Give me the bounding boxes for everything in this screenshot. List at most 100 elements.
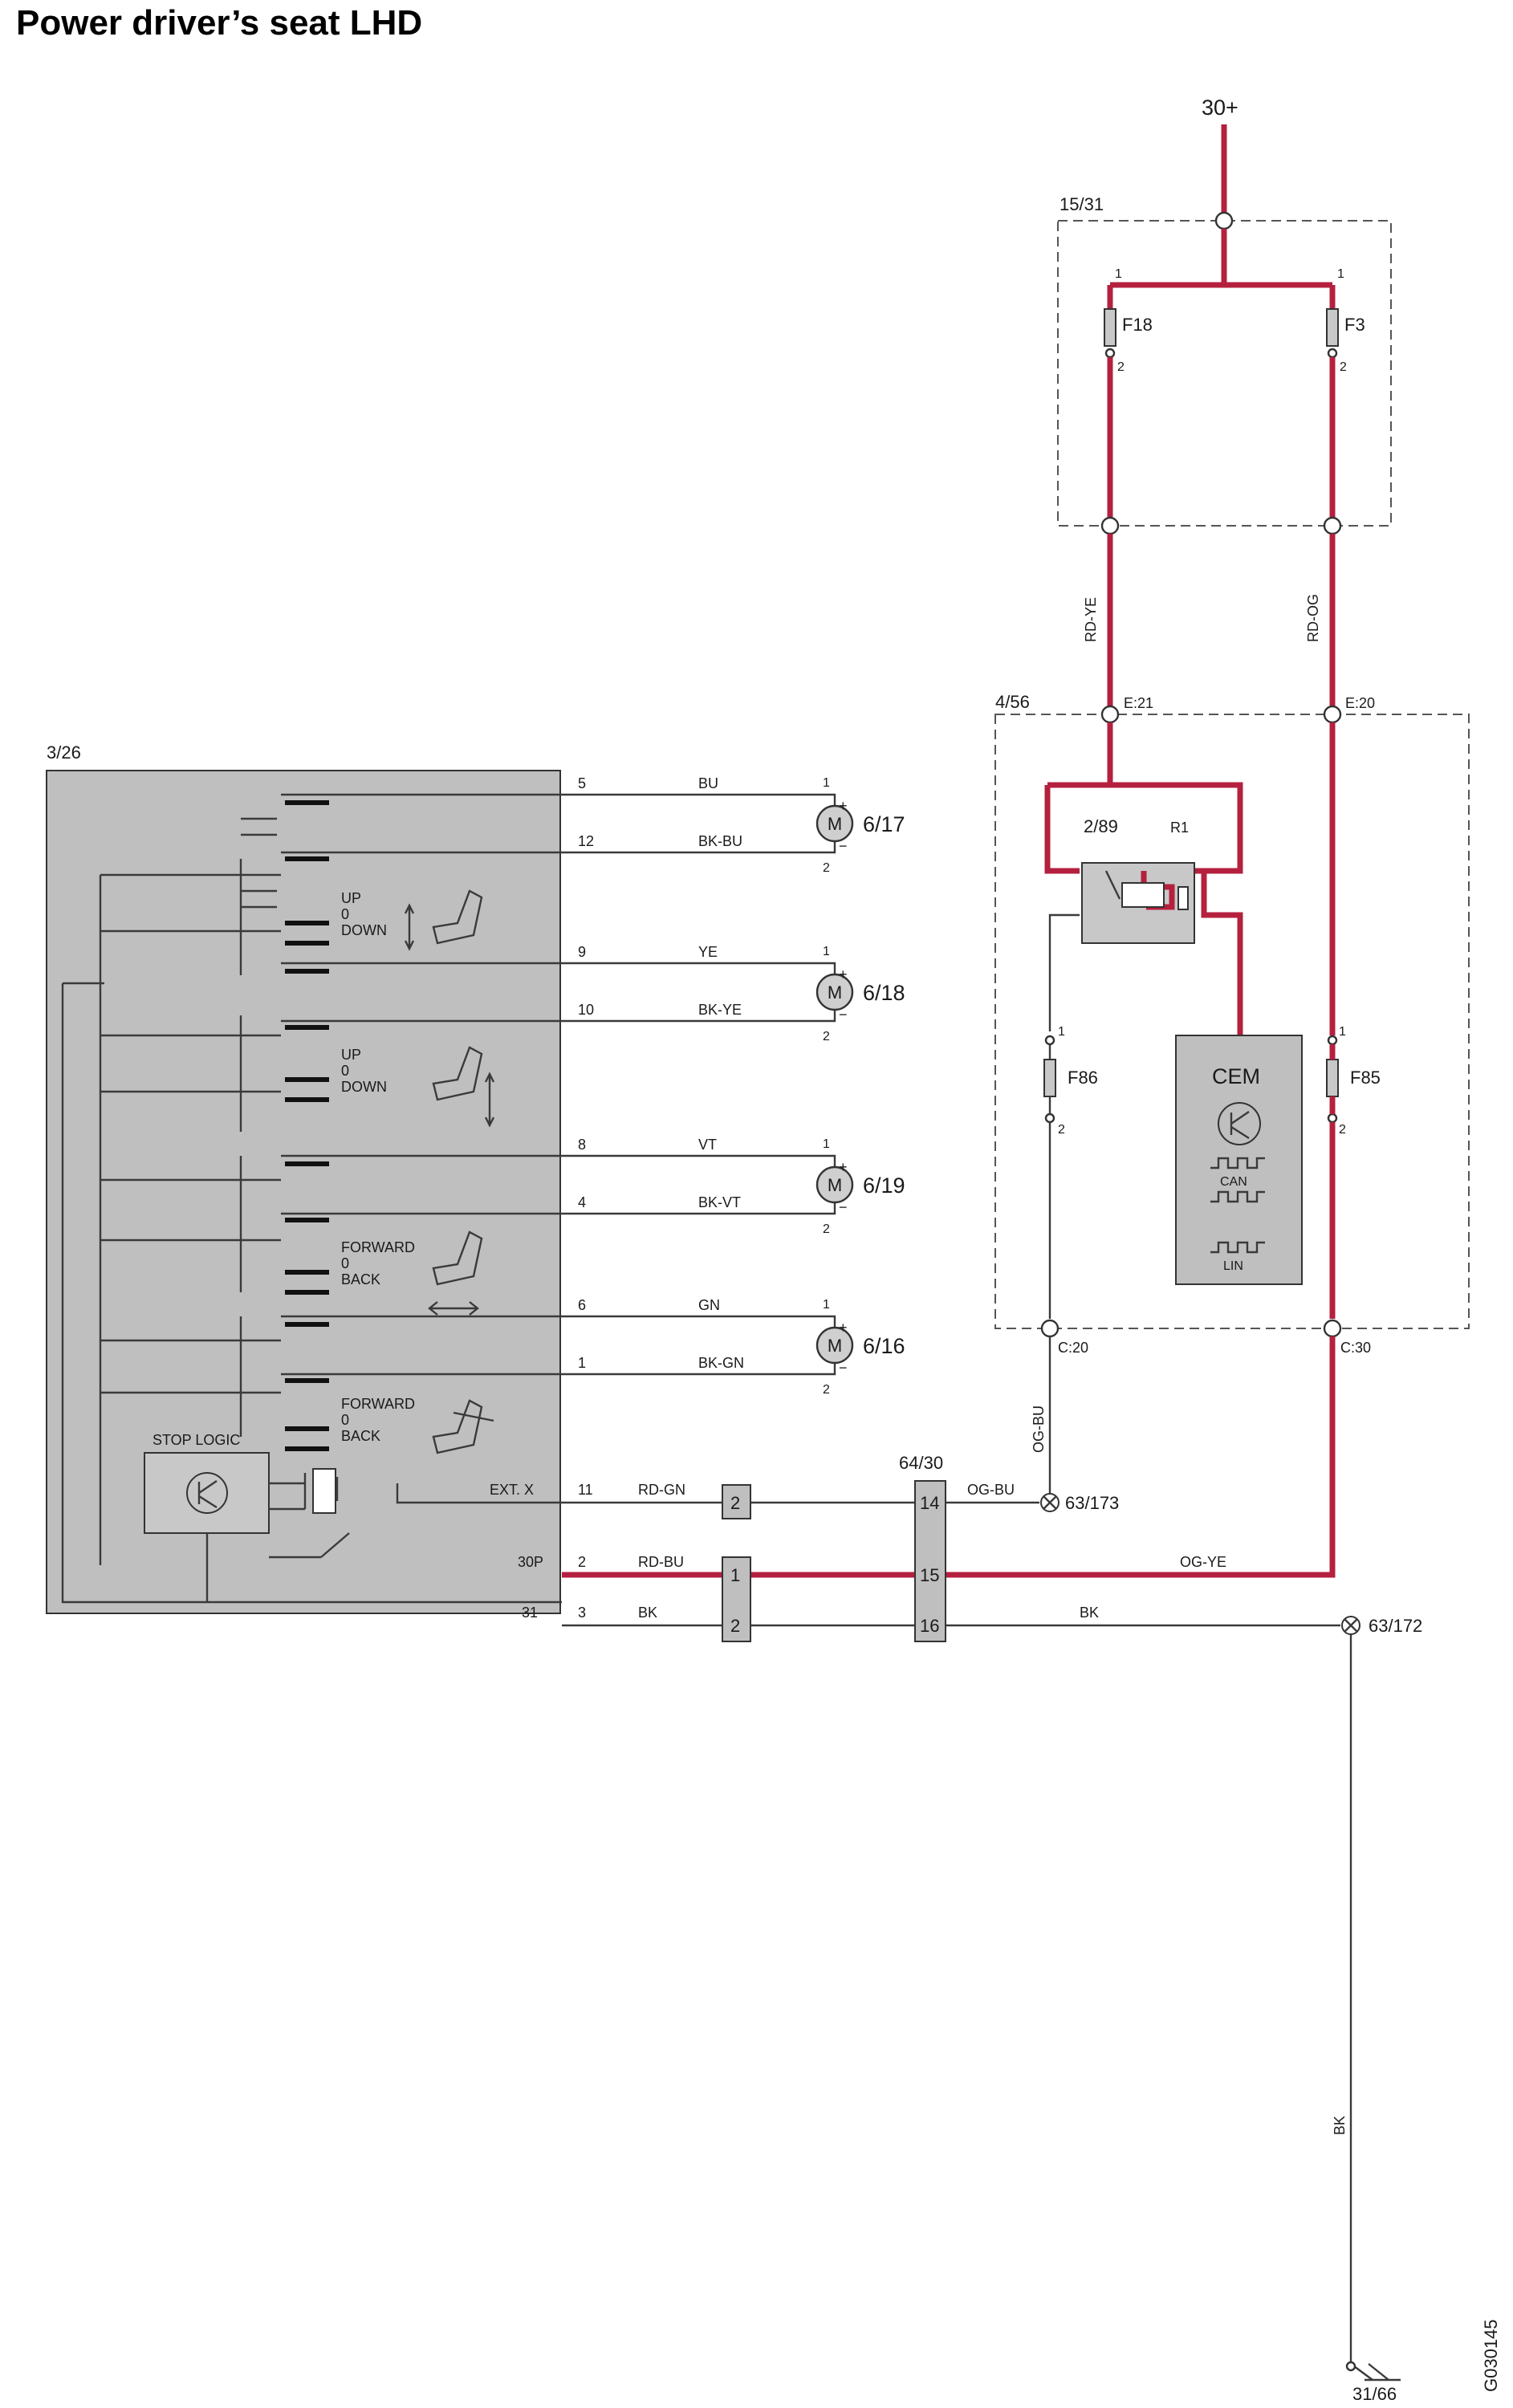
motor-wiring bbox=[562, 793, 836, 854]
seat-module-3-26: 3/26 UP 0 DOWN UP 0 DOWN FORWARD 0 BACK bbox=[46, 742, 562, 1621]
seat-slide-icon bbox=[428, 1230, 483, 1316]
motor-terminal: 1 bbox=[823, 1298, 830, 1312]
motor-plus: + bbox=[839, 1159, 848, 1175]
wire-label: BK-GN bbox=[698, 1355, 744, 1371]
fuse-box-id: 15/31 bbox=[1060, 194, 1104, 214]
svg-text:FORWARD: FORWARD bbox=[341, 1396, 415, 1412]
svg-text:3: 3 bbox=[578, 1605, 586, 1621]
f85-pin-2: 2 bbox=[1339, 1123, 1346, 1137]
f85-pin-1: 1 bbox=[1339, 1025, 1346, 1039]
svg-text:1: 1 bbox=[730, 1565, 740, 1585]
wire-bk-ground: BK bbox=[1332, 2116, 1348, 2135]
seat-recline-icon bbox=[432, 1399, 494, 1454]
connector-64-30 bbox=[914, 1480, 946, 1642]
stop-relay bbox=[312, 1468, 336, 1514]
page-title: Power driver’s seat LHD bbox=[16, 3, 423, 43]
svg-text:RD-GN: RD-GN bbox=[638, 1482, 685, 1498]
pin-label: 10 bbox=[578, 1002, 594, 1018]
motor-minus: − bbox=[839, 838, 848, 854]
motor-wiring bbox=[562, 1315, 836, 1376]
ext-x-label: EXT. X bbox=[490, 1482, 534, 1498]
stop-logic-label: STOP LOGIC bbox=[153, 1432, 240, 1448]
wire-label: BK-VT bbox=[698, 1194, 741, 1210]
wire-label: VT bbox=[698, 1137, 717, 1153]
svg-text:0: 0 bbox=[341, 1412, 349, 1428]
fuse-f85 bbox=[1326, 1059, 1339, 1097]
wire-rd-og: RD-OG bbox=[1305, 594, 1321, 642]
svg-text:UP: UP bbox=[341, 890, 361, 906]
svg-text:2: 2 bbox=[730, 1493, 740, 1513]
seat-tilt-icon bbox=[432, 1046, 495, 1128]
connector-block-1 bbox=[722, 1556, 751, 1642]
transistor-icon bbox=[1218, 1102, 1261, 1145]
fuse-box-15-31: 30+ 15/31 1 1 F18 F3 2 2 RD-YE RD-OG bbox=[1057, 96, 1392, 706]
f3-pin-1: 1 bbox=[1337, 267, 1344, 281]
motor-symbol: M bbox=[828, 982, 842, 1003]
pin-label: 6 bbox=[578, 1297, 586, 1313]
ground-31-66: 31/66 bbox=[1352, 2384, 1397, 2404]
fuse-f86 bbox=[1043, 1059, 1056, 1097]
signal-waves-icon bbox=[1210, 1157, 1265, 1254]
motor-minus: − bbox=[839, 1007, 848, 1023]
motor-terminal: 2 bbox=[823, 1383, 830, 1397]
fuse-f18 bbox=[1104, 308, 1116, 347]
svg-text:BACK: BACK bbox=[341, 1271, 380, 1287]
svg-text:63/172: 63/172 bbox=[1369, 1616, 1422, 1636]
switch-group-recline: FORWARD 0 BACK bbox=[100, 1315, 562, 1454]
fuse-f86-label: F86 bbox=[1068, 1068, 1098, 1088]
motor-id: 6/19 bbox=[863, 1173, 905, 1198]
motor-icon bbox=[815, 1165, 854, 1204]
motor-id: 6/16 bbox=[863, 1334, 905, 1358]
svg-text:OG-BU: OG-BU bbox=[967, 1482, 1015, 1498]
seat-module-id: 3/26 bbox=[47, 742, 81, 763]
switch-group-height-front: UP 0 DOWN bbox=[100, 793, 562, 975]
motor-plus: + bbox=[839, 1320, 848, 1336]
motor-id: 6/18 bbox=[863, 981, 905, 1005]
bottom-wiring: 11 RD-GN OG-BU 2 RD-BU OG-YE 3 BK BK 2 1… bbox=[562, 1336, 1422, 2404]
lin-label: LIN bbox=[1223, 1259, 1243, 1273]
svg-text:14: 14 bbox=[920, 1493, 939, 1513]
motor-wiring bbox=[562, 962, 836, 1023]
relay-id: 2/89 bbox=[1084, 816, 1118, 836]
supply-label: 30+ bbox=[1202, 96, 1238, 120]
connector-64-30-label: 64/30 bbox=[899, 1453, 943, 1473]
wire-og-bu-vertical: OG-BU bbox=[1031, 1405, 1047, 1453]
motor-terminal: 1 bbox=[823, 1137, 830, 1151]
p30-label: 30P bbox=[518, 1554, 543, 1570]
supply-node bbox=[1214, 211, 1234, 230]
fuse-f85-label: F85 bbox=[1350, 1068, 1381, 1088]
motor-terminal: 2 bbox=[823, 1222, 830, 1236]
motor-minus: − bbox=[839, 1199, 848, 1215]
motor-terminal: 2 bbox=[823, 1030, 830, 1043]
motor-symbol: M bbox=[828, 1336, 842, 1356]
drawing-id: G030145 bbox=[1481, 2319, 1501, 2392]
wire-rd-ye: RD-YE bbox=[1083, 597, 1099, 642]
f86-pin-1: 1 bbox=[1058, 1025, 1065, 1039]
can-label: CAN bbox=[1220, 1175, 1247, 1189]
svg-text:2: 2 bbox=[578, 1554, 586, 1570]
svg-text:FORWARD: FORWARD bbox=[341, 1239, 415, 1255]
f18-pin-1: 1 bbox=[1115, 267, 1122, 281]
pin-label: 12 bbox=[578, 833, 594, 849]
pin-label: 4 bbox=[578, 1194, 586, 1210]
connector-pin-2a bbox=[722, 1484, 751, 1519]
wire-label: BU bbox=[698, 775, 718, 791]
motor-wiring bbox=[562, 1154, 836, 1215]
svg-text:BK: BK bbox=[1080, 1605, 1099, 1621]
conn-e21: E:21 bbox=[1124, 695, 1153, 711]
motor-terminal: 1 bbox=[823, 945, 830, 958]
stop-logic-box bbox=[144, 1452, 270, 1534]
svg-text:RD-BU: RD-BU bbox=[638, 1554, 684, 1570]
svg-text:UP: UP bbox=[341, 1047, 361, 1063]
fuse-f3 bbox=[1326, 308, 1339, 347]
motor-minus: − bbox=[839, 1360, 848, 1376]
motor-terminal: 2 bbox=[823, 861, 830, 875]
f86-pin-2: 2 bbox=[1058, 1123, 1065, 1137]
svg-text:0: 0 bbox=[341, 906, 349, 922]
f18-pin-2: 2 bbox=[1117, 360, 1125, 374]
cem-box-id: 4/56 bbox=[995, 692, 1030, 712]
pin-label: 5 bbox=[578, 775, 586, 791]
svg-text:0: 0 bbox=[341, 1063, 349, 1079]
wire-label: GN bbox=[698, 1297, 720, 1313]
